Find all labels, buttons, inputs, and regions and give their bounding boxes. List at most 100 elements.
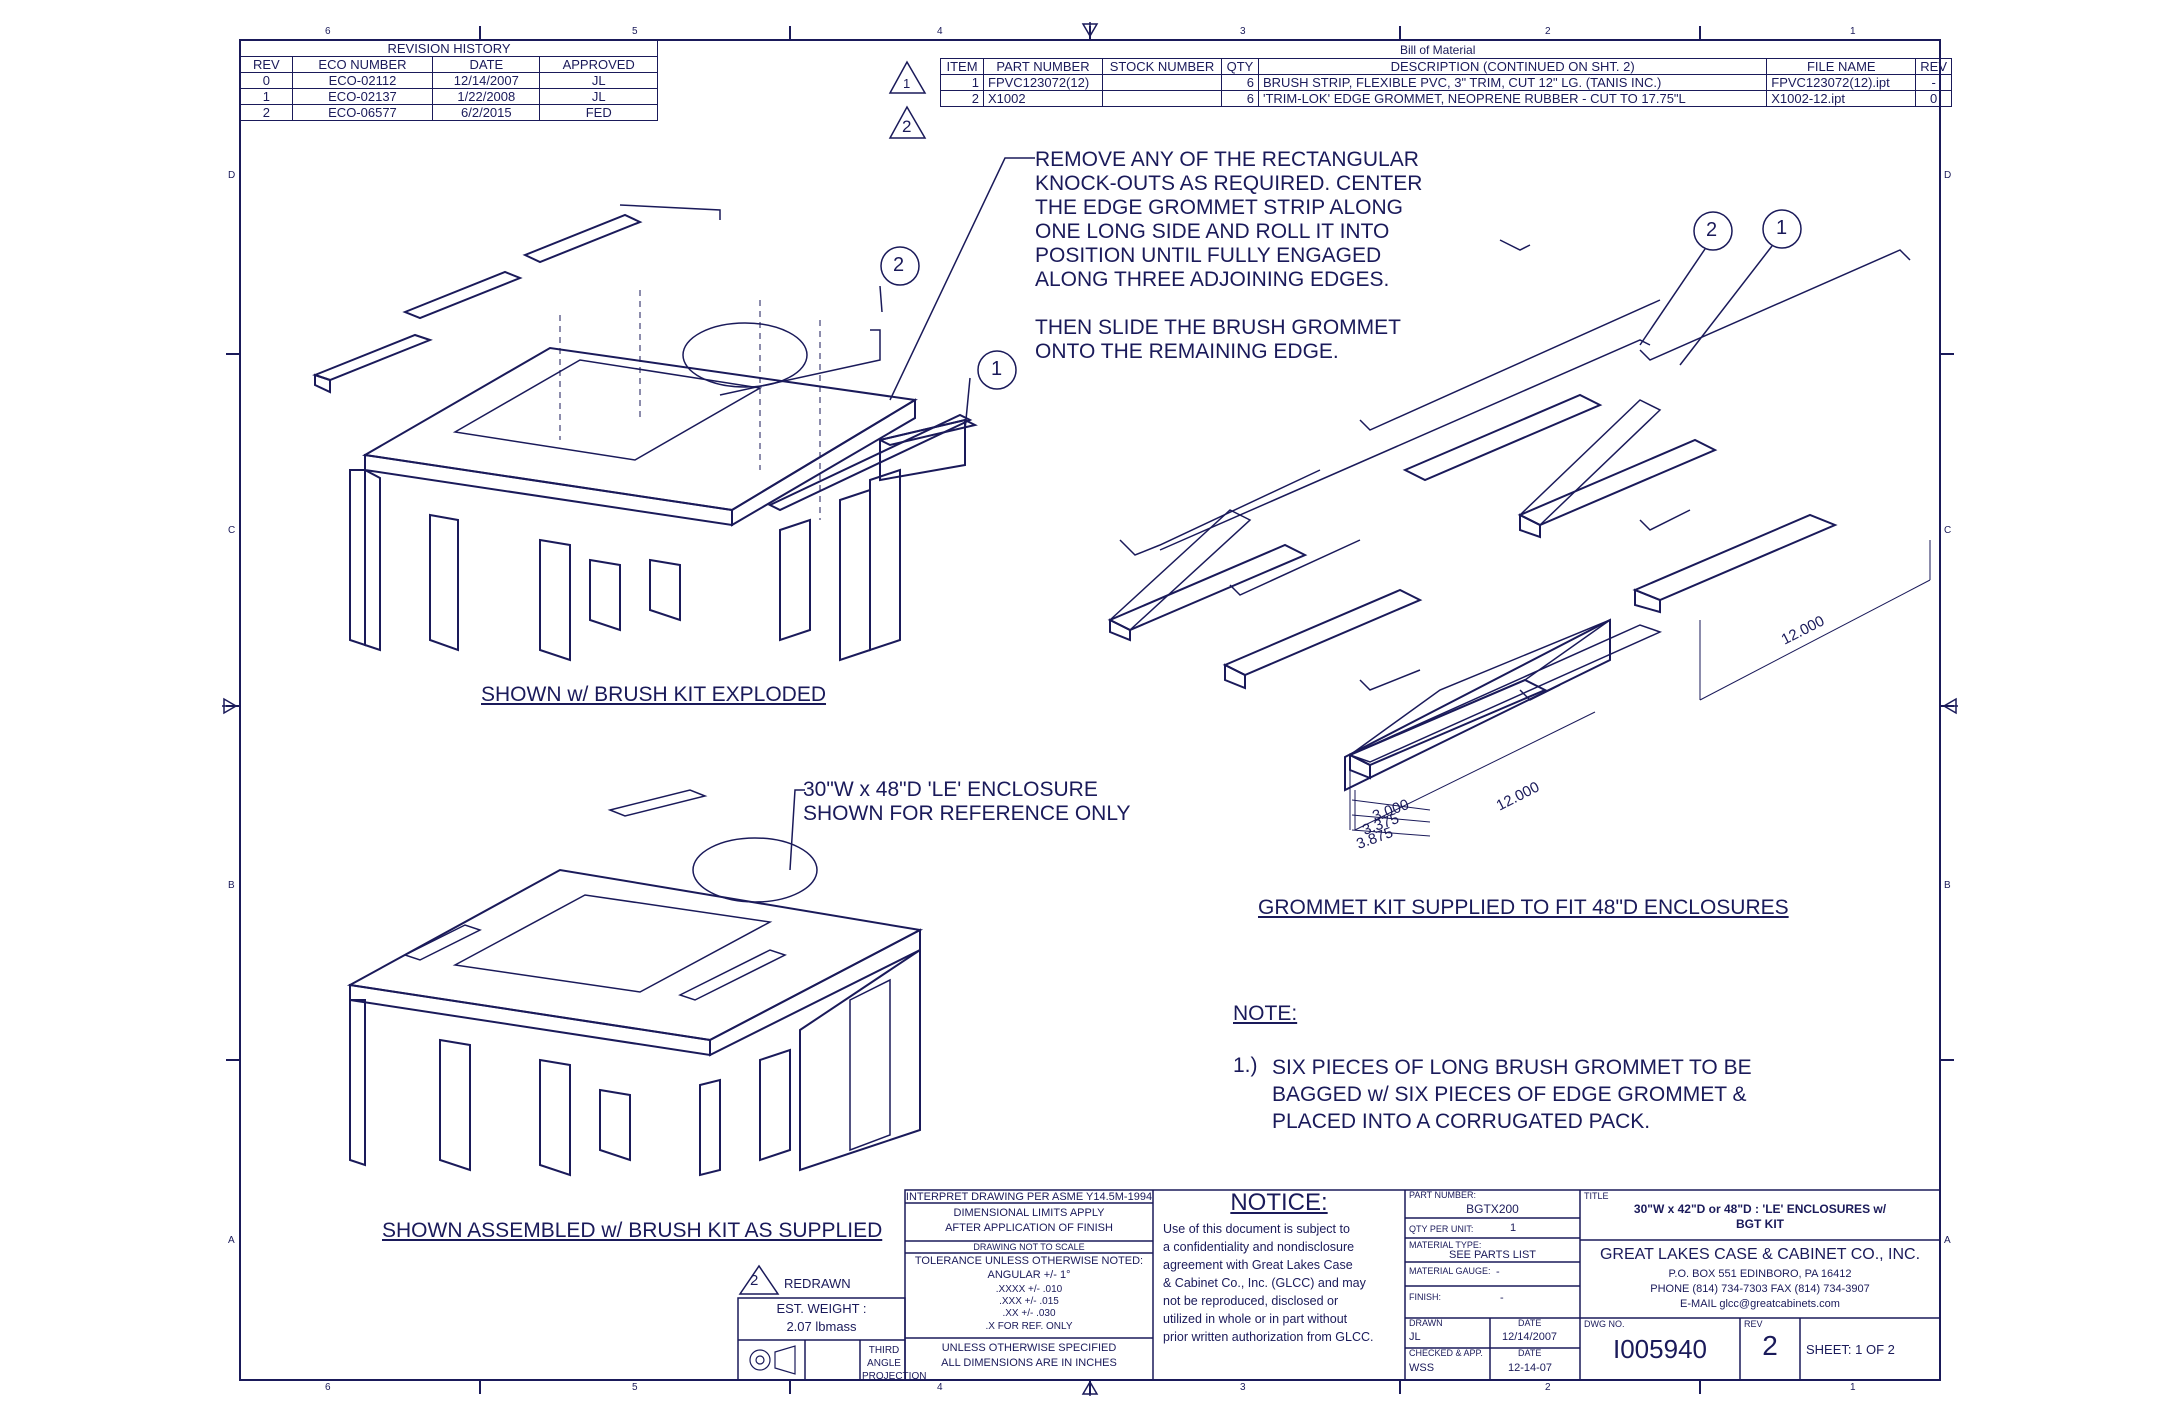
notice-line: Use of this document is subject to xyxy=(1163,1222,1350,1236)
qty-header: QTY xyxy=(1221,58,1259,75)
callout-top-2: 2 xyxy=(893,254,905,276)
leader-lines xyxy=(879,157,1035,431)
zone-row-a-right: A xyxy=(1944,1235,1951,1246)
x-ref-text: .X FOR REF. ONLY xyxy=(985,1321,1073,1332)
xxxx-text: .XXXX +/- .010 xyxy=(995,1284,1063,1295)
est-weight-label: EST. WEIGHT : xyxy=(776,1301,867,1316)
rev-value: 2 xyxy=(1762,1330,1778,1361)
notice-heading: NOTICE: xyxy=(1230,1189,1328,1216)
callout-kit-1: 1 xyxy=(1776,217,1788,239)
reference-note-line: SHOWN FOR REFERENCE ONLY xyxy=(803,802,1131,825)
eco-cell: ECO-02112 xyxy=(291,72,434,89)
zone-row-c: C xyxy=(228,525,236,536)
stock-number-header: STOCK NUMBER xyxy=(1102,58,1222,75)
finish-value: - xyxy=(1500,1292,1504,1304)
stock-number-cell xyxy=(1102,90,1222,107)
note-heading: NOTE: xyxy=(1233,1002,1298,1025)
zone-col-5: 5 xyxy=(632,26,638,37)
sheet-number: SHEET: 1 OF 2 xyxy=(1806,1342,1895,1357)
material-gauge-label: MATERIAL GAUGE: xyxy=(1409,1266,1491,1276)
dim-limits-text: DIMENSIONAL LIMITS APPLY xyxy=(953,1207,1105,1219)
title-line-2: BGT KIT xyxy=(1736,1217,1784,1231)
third-angle-projection-icon xyxy=(749,1345,796,1375)
item-cell: 1 xyxy=(940,74,984,91)
approved-header: APPROVED xyxy=(539,56,658,73)
zone-col-1: 1 xyxy=(1850,26,1856,37)
rev-cell: - xyxy=(1915,74,1952,91)
qty-value: 1 xyxy=(1510,1222,1517,1234)
part-number-label: PART NUMBER: xyxy=(1409,1190,1477,1200)
material-type-value: SEE PARTS LIST xyxy=(1448,1249,1536,1261)
angular-text: ANGULAR +/- 1° xyxy=(987,1269,1071,1281)
callout-circle-kit-1 xyxy=(1762,209,1802,249)
kit-dimension-lines xyxy=(1349,540,1931,837)
est-weight-value: 2.07 lbmass xyxy=(786,1319,857,1334)
kit-leader-2 xyxy=(1639,248,1706,346)
zone-row-b: B xyxy=(228,880,235,891)
eco-cell: ECO-02137 xyxy=(291,88,434,105)
rev-label: REV xyxy=(1744,1319,1763,1329)
after-finish-text: AFTER APPLICATION OF FINISH xyxy=(945,1222,1113,1234)
bom-header-row: ITEM PART NUMBER STOCK NUMBER QTY DESCRI… xyxy=(940,58,1952,75)
zone-row-b-right: B xyxy=(1944,880,1951,891)
stock-number-cell xyxy=(1102,74,1222,91)
grommet-kit-drawing xyxy=(1107,239,1911,792)
zone-col-2: 2 xyxy=(1545,26,1551,37)
reference-note: 30"W x 48"D 'LE' ENCLOSURE SHOWN FOR REF… xyxy=(803,778,1130,826)
file-name-header: FILE NAME xyxy=(1766,58,1917,75)
part-number-cell: FPVC123072(12) xyxy=(983,74,1103,91)
zone-col-6: 6 xyxy=(325,26,331,37)
zone-col-1-bottom: 1 xyxy=(1850,1382,1856,1393)
approved-cell: JL xyxy=(539,88,658,105)
caption-kit: GROMMET KIT SUPPLIED TO FIT 48"D ENCLOSU… xyxy=(1258,896,1789,919)
revision-header-row: REV ECO NUMBER DATE APPROVED xyxy=(240,56,658,73)
redrawn-rev: 2 xyxy=(750,1272,759,1289)
notice-line: & Cabinet Co., Inc. (GLCC) and may xyxy=(1163,1276,1366,1290)
xx-text: .XX +/- .030 xyxy=(1002,1308,1056,1319)
instruction-line: THE EDGE GROMMET STRIP ALONG xyxy=(1035,196,1403,219)
date-cell: 1/22/2008 xyxy=(432,88,541,105)
checked-label: CHECKED & APP. xyxy=(1409,1348,1483,1358)
rev-cell: 0 xyxy=(240,72,293,89)
unless-text: UNLESS OTHERWISE SPECIFIED xyxy=(941,1342,1117,1354)
company-phone: PHONE (814) 734-7303 FAX (814) 734-3907 xyxy=(1650,1283,1870,1295)
company-name: GREAT LAKES CASE & CABINET CO., INC. xyxy=(1599,1246,1921,1263)
reference-note-line: 30"W x 48"D 'LE' ENCLOSURE xyxy=(803,778,1098,801)
part-number-value: BGTX200 xyxy=(1466,1202,1519,1216)
tolerance-text: TOLERANCE UNLESS OTHERWISE NOTED: xyxy=(914,1255,1144,1267)
zone-col-2-bottom: 2 xyxy=(1545,1382,1551,1393)
center-marks xyxy=(222,22,1958,1396)
material-gauge-value: - xyxy=(1496,1266,1500,1278)
note-line: SIX PIECES OF LONG BRUSH GROMMET TO BE xyxy=(1272,1056,1752,1079)
notice-line: prior written authorization from GLCC. xyxy=(1163,1330,1374,1344)
rev-header: REV xyxy=(1915,58,1952,75)
drawn-label: DRAWN xyxy=(1409,1318,1443,1328)
rev-cell: 2 xyxy=(240,104,293,121)
delta-1-icon xyxy=(888,60,927,94)
description-cell: BRUSH STRIP, FLEXIBLE PVC, 3" TRIM, CUT … xyxy=(1257,74,1768,91)
notice-line: agreement with Great Lakes Case xyxy=(1163,1258,1353,1272)
approved-cell: JL xyxy=(539,72,658,89)
zone-row-d-right: D xyxy=(1944,170,1952,181)
instruction-line: THEN SLIDE THE BRUSH GROMMET xyxy=(1035,316,1401,339)
date-cell: 12/14/2007 xyxy=(432,72,541,89)
table-row: 0 ECO-02112 12/14/2007 JL xyxy=(240,72,658,89)
qty-label: QTY PER UNIT: xyxy=(1409,1224,1474,1234)
drawn-date: 12/14/2007 xyxy=(1502,1331,1558,1343)
description-header: DESCRIPTION (CONTINUED ON SHT. 2) xyxy=(1257,58,1768,75)
instruction-line: ONTO THE REMAINING EDGE. xyxy=(1035,340,1339,363)
revision-history-title: REVISION HISTORY xyxy=(240,40,658,57)
not-to-scale-text: DRAWING NOT TO SCALE xyxy=(973,1242,1085,1252)
finish-label: FINISH: xyxy=(1409,1292,1442,1302)
company-email: E-MAIL glcc@greatcabinets.com xyxy=(1680,1298,1840,1310)
zone-col-4: 4 xyxy=(937,26,943,37)
zone-col-3-bottom: 3 xyxy=(1240,1382,1246,1393)
instruction-line: ALONG THREE ADJOINING EDGES. xyxy=(1035,268,1390,291)
table-row: 2 ECO-06577 6/2/2015 FED xyxy=(240,104,658,121)
delta-2-icon xyxy=(888,105,927,139)
qty-cell: 6 xyxy=(1221,74,1259,91)
redrawn-delta-icon xyxy=(738,1264,780,1295)
note-line: BAGGED w/ SIX PIECES OF EDGE GROMMET & xyxy=(1272,1083,1747,1106)
checked-by: WSS xyxy=(1409,1362,1435,1374)
company-address: P.O. BOX 551 EDINBORO, PA 16412 xyxy=(1668,1268,1852,1280)
